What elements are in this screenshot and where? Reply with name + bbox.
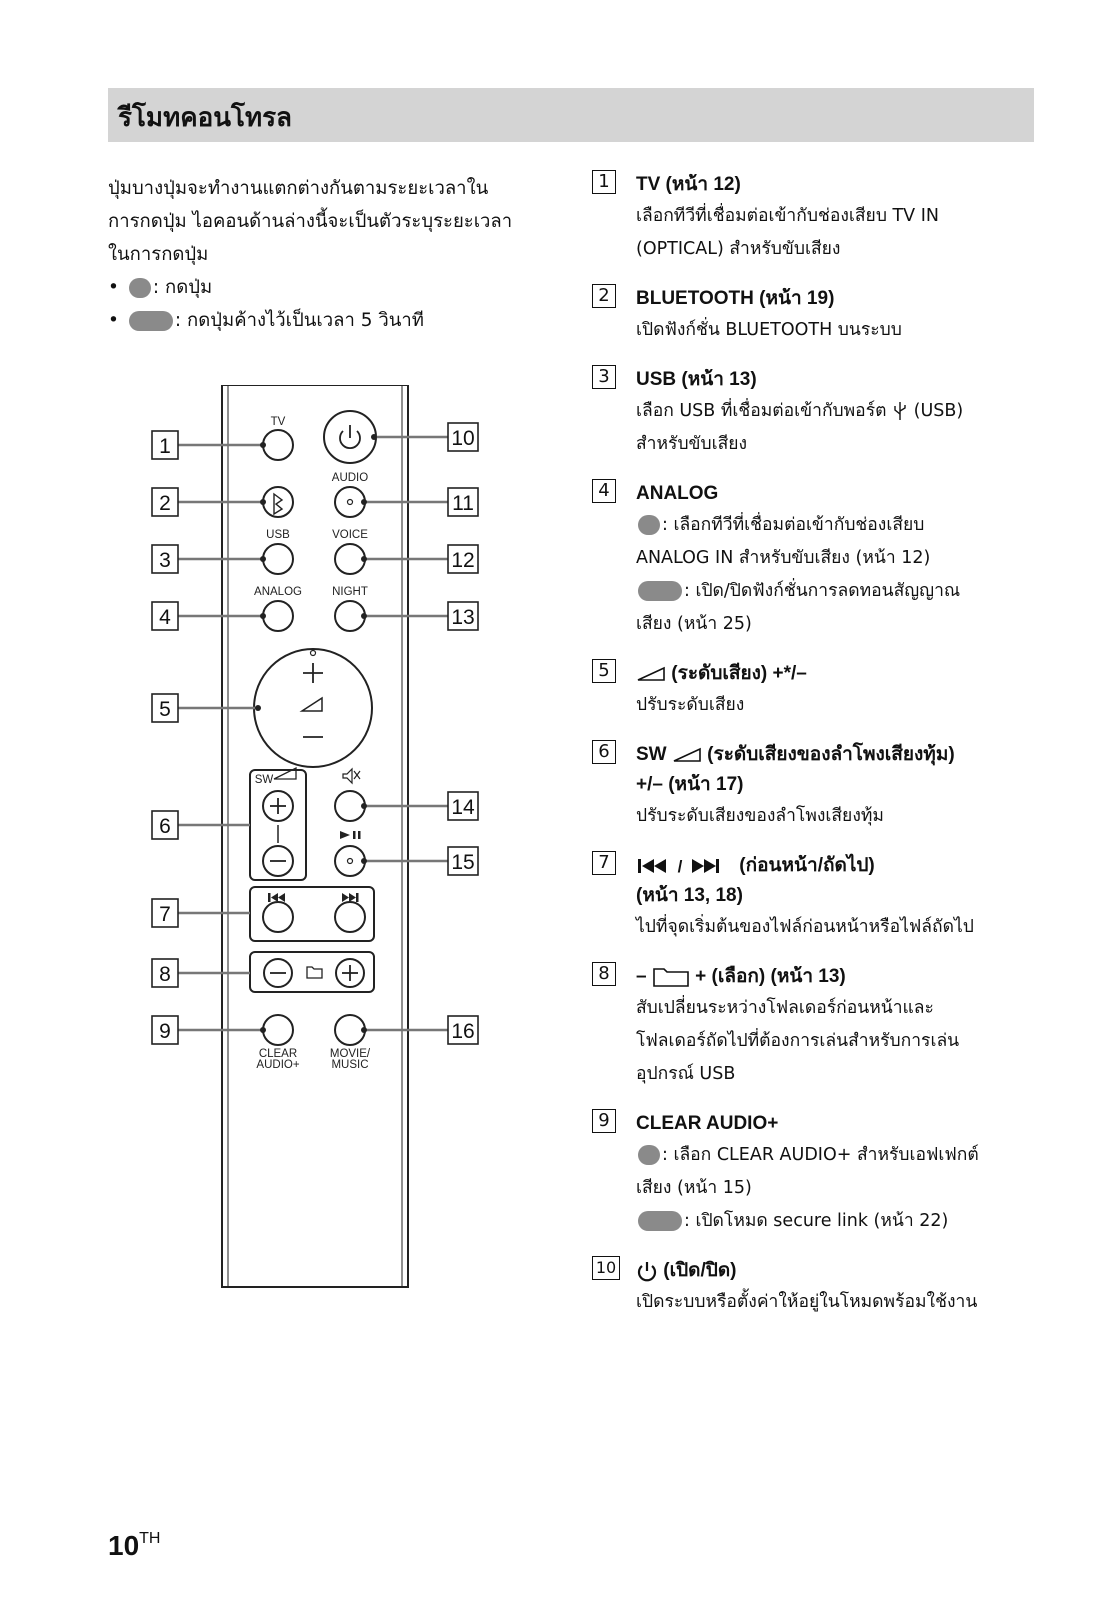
bluetooth-icon <box>273 492 284 516</box>
item-9: 9 CLEAR AUDIO+ : เลือก CLEAR AUDIO+ สำหร… <box>592 1109 1032 1238</box>
audio-button-shape <box>334 486 366 518</box>
analog-label: ANALOG <box>254 586 302 598</box>
callout-12: 12 <box>451 549 474 572</box>
page-number: 10TH <box>108 1530 161 1561</box>
analog-button-shape <box>262 600 294 632</box>
item-number: 10 <box>592 1256 620 1280</box>
night-label: NIGHT <box>332 586 368 598</box>
item-6: 6 SW (ระดับเสียงของลำโพงเสียงทุ้ม) +/– (… <box>592 740 1032 833</box>
usb-label: USB <box>266 529 290 541</box>
volume-icon <box>637 666 665 681</box>
item-heading: CLEAR AUDIO+ <box>636 1113 779 1134</box>
callout-9: 9 <box>159 1020 171 1043</box>
item-number: 9 <box>592 1109 616 1133</box>
folder-icon <box>653 968 689 987</box>
item-number: 1 <box>592 170 616 194</box>
mute-button-shape <box>334 790 366 822</box>
item-4: 4 ANALOG : เลือกทีวีที่เชื่อมต่อเข้ากับช… <box>592 479 1032 641</box>
section-title: รีโมทคอนโทรล <box>118 103 292 133</box>
item-number: 7 <box>592 851 616 875</box>
item-number: 2 <box>592 284 616 308</box>
folder-icon <box>306 966 323 979</box>
callout-7: 7 <box>159 903 171 926</box>
callout-6: 6 <box>159 815 171 838</box>
clear-label: CLEAR <box>259 1048 297 1060</box>
movie-label: MOVIE/ <box>330 1048 371 1060</box>
movie-music-button-shape <box>334 1014 366 1046</box>
bullet-short-press: •: กดปุ่ม <box>108 277 213 298</box>
callout-8: 8 <box>159 963 171 986</box>
prev-next-icon: / <box>638 857 719 876</box>
tv-button-shape <box>262 429 294 461</box>
play-button-shape <box>334 845 366 877</box>
section-title-bar: รีโมทคอนโทรล <box>108 88 1034 142</box>
volume-icon <box>673 747 701 762</box>
item-7: 7 / (ก่อนหน้า/ถัดไป) (หน้า 13, 18) ไปที่… <box>592 851 1032 944</box>
tv-label: TV <box>271 416 286 428</box>
callout-10: 10 <box>451 427 474 450</box>
power-icon <box>637 1261 657 1282</box>
volume-icon <box>299 696 323 712</box>
power-icon <box>339 430 361 450</box>
item-number: 5 <box>592 659 616 683</box>
item-3: 3 USB (หน้า 13) เลือก USB ที่เชื่อมต่อเข… <box>592 365 1032 461</box>
item-heading: (ระดับเสียง) +*/– <box>671 663 807 684</box>
callout-2: 2 <box>159 492 171 515</box>
item-number: 4 <box>592 479 616 503</box>
item-10: 10 (เปิด/ปิด) เปิดระบบหรือตั้งค่าให้อยู่… <box>592 1256 1032 1319</box>
clear-label-2: AUDIO+ <box>256 1059 299 1071</box>
callout-5: 5 <box>159 698 171 721</box>
short-press-icon <box>638 1145 660 1165</box>
long-press-icon <box>638 581 682 601</box>
callout-16: 16 <box>451 1020 474 1043</box>
voice-label: VOICE <box>332 529 368 541</box>
item-heading: TV (หน้า 12) <box>636 174 741 195</box>
item-2: 2 BLUETOOTH (หน้า 19) เปิดฟังก์ชั่น BLUE… <box>592 284 1032 347</box>
item-5: 5 (ระดับเสียง) +*/– ปรับระดับเสียง <box>592 659 1032 722</box>
night-button-shape <box>334 600 366 632</box>
callout-15: 15 <box>451 851 474 874</box>
callout-11: 11 <box>452 492 474 515</box>
callout-14: 14 <box>451 796 475 819</box>
short-press-icon <box>638 515 660 535</box>
intro-line: ในการกดปุ่ม <box>108 244 209 265</box>
item-8: 8 – + (เลือก) (หน้า 13) สับเปลี่ยนระหว่า… <box>592 962 1032 1091</box>
bullet-long-press: •: กดปุ่มค้างไว้เป็นเวลา 5 วินาที <box>108 310 424 331</box>
button-descriptions: 1 TV (หน้า 12) เลือกทีวีที่เชื่อมต่อเข้า… <box>592 170 1032 1337</box>
item-1: 1 TV (หน้า 12) เลือกทีวีที่เชื่อมต่อเข้า… <box>592 170 1032 266</box>
callout-13: 13 <box>451 606 474 629</box>
intro-text: ปุ่มบางปุ่มจะทำงานแตกต่างกันตามระยะเวลาใ… <box>108 172 548 337</box>
short-press-icon <box>128 277 151 298</box>
intro-line: ปุ่มบางปุ่มจะทำงานแตกต่างกันตามระยะเวลาใ… <box>108 178 489 199</box>
remote-illustration: TV AUDIO USB VOICE ANALOG NIGHT SW CLEAR… <box>151 385 479 1288</box>
item-heading: USB (หน้า 13) <box>636 369 757 390</box>
long-press-icon <box>128 310 173 331</box>
movie-label-2: MUSIC <box>331 1059 368 1071</box>
usb-icon <box>894 402 906 420</box>
item-number: 8 <box>592 962 616 986</box>
remote-body <box>221 385 409 1288</box>
audio-label: AUDIO <box>332 472 368 484</box>
item-number: 6 <box>592 740 616 764</box>
intro-line: การกดปุ่ม ไอคอนด้านล่างนี้จะเป็นตัวระบุร… <box>108 211 513 232</box>
prev-icon <box>268 893 271 902</box>
clear-audio-button-shape <box>262 1014 294 1046</box>
play-pause-icon <box>340 831 350 839</box>
mute-icon <box>342 767 353 785</box>
sw-label: SW <box>255 774 274 786</box>
next-icon <box>342 893 349 902</box>
voice-button-shape <box>334 543 366 575</box>
callout-3: 3 <box>159 549 171 572</box>
callout-4: 4 <box>159 606 171 629</box>
item-heading: ANALOG <box>636 483 719 504</box>
usb-button-shape <box>262 543 294 575</box>
item-heading: BLUETOOTH (หน้า 19) <box>636 288 835 309</box>
long-press-icon <box>638 1211 682 1231</box>
svg-text:/: / <box>678 857 683 876</box>
callout-1: 1 <box>159 435 171 458</box>
item-number: 3 <box>592 365 616 389</box>
